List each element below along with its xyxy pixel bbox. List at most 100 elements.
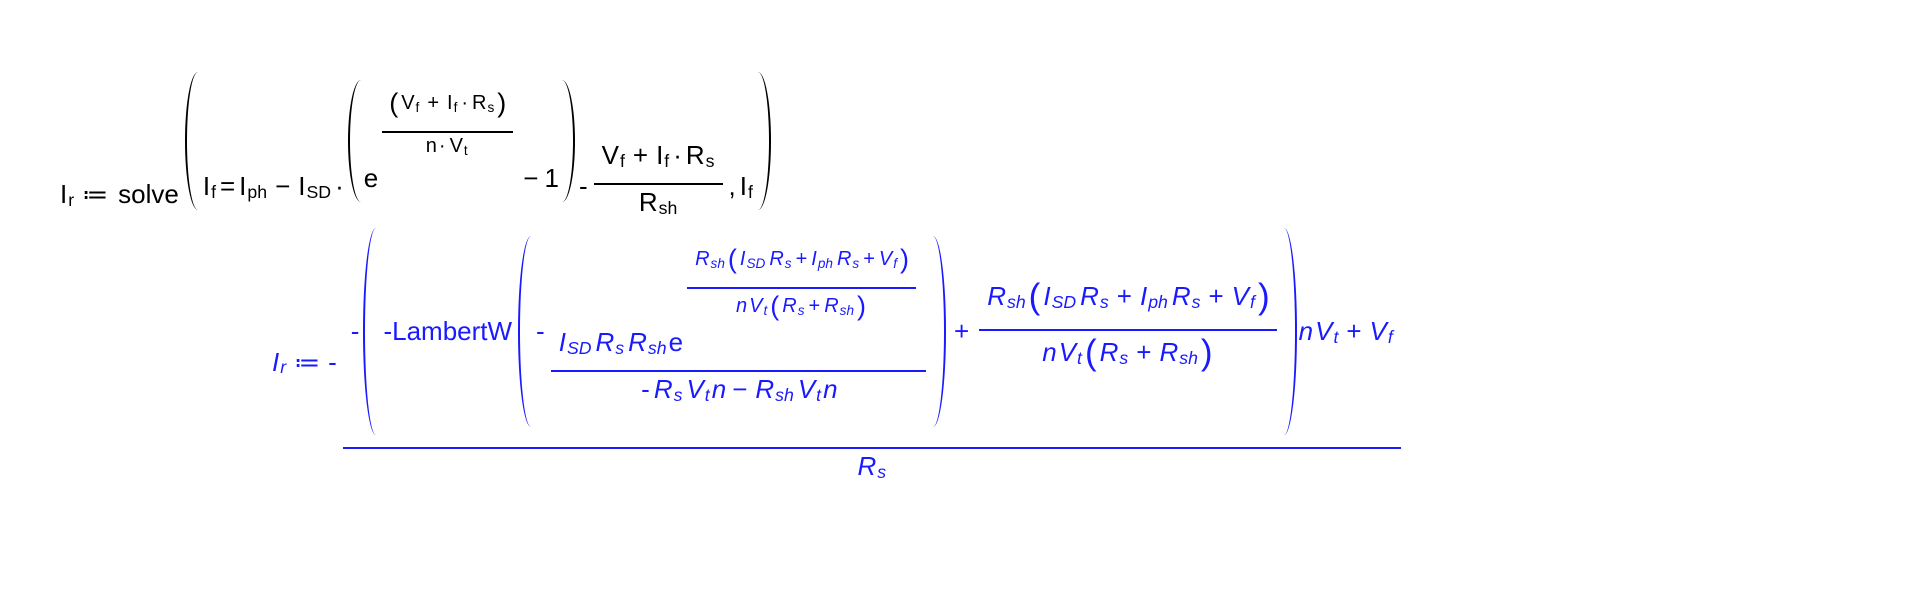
plus-operator: + (863, 248, 875, 270)
paren-right (1284, 228, 1297, 435)
symbol: I (60, 179, 68, 209)
subscript: s (784, 256, 792, 272)
subscript: f (415, 100, 420, 116)
symbol: V (1231, 281, 1250, 311)
symbol-n: n (711, 374, 727, 404)
symbol: V (601, 140, 619, 170)
symbol: R (472, 92, 487, 114)
symbol: R (685, 140, 705, 170)
symbol: I (811, 248, 817, 270)
minus-operator: − (523, 163, 539, 193)
plus-operator: + (632, 140, 649, 170)
paren-left: ( (727, 244, 737, 274)
subscript: s (673, 384, 683, 405)
paren-right: ) (1200, 332, 1213, 372)
symbol: V (449, 135, 463, 157)
symbol: I (272, 346, 280, 377)
subscript: sh (775, 384, 794, 405)
subscript: s (1119, 347, 1129, 368)
paren-right: ) (900, 244, 910, 274)
plus-operator: + (427, 92, 440, 114)
subscript: sh (839, 303, 855, 319)
plus-operator: + (1346, 316, 1362, 346)
symbol: R (695, 248, 710, 270)
symbol: I (739, 248, 746, 270)
subscript: t (704, 384, 710, 405)
symbol: R (595, 327, 615, 357)
symbol: I (739, 171, 747, 201)
symbol: I (298, 171, 306, 201)
subscript: s (705, 150, 715, 171)
minus-operator: - (536, 316, 545, 346)
paren-right: ) (497, 88, 507, 118)
symbol: I (656, 140, 664, 170)
paren-left (347, 80, 361, 202)
minus-operator: - (578, 171, 588, 201)
subscript: ph (817, 256, 833, 272)
subscript: s (797, 303, 805, 319)
subscript: f (453, 100, 458, 116)
fraction-bar (550, 370, 927, 372)
equals-operator: = (219, 171, 236, 201)
subscript: f (893, 256, 898, 272)
paren-right (933, 236, 947, 427)
paren-left (363, 228, 376, 435)
dot-operator: · (335, 171, 344, 201)
subscript: ph (1148, 291, 1168, 312)
symbol: R (769, 248, 784, 270)
symbol: R (824, 295, 839, 317)
symbol-n: n (736, 295, 748, 317)
subscript: f (747, 181, 753, 202)
symbol: R (755, 374, 775, 404)
subscript: s (877, 461, 887, 482)
subscript: r (280, 357, 287, 378)
subscript: sh (1006, 291, 1026, 312)
subscript: ph (247, 181, 268, 202)
symbol-n: n (1298, 316, 1314, 346)
dot-operator: · (438, 135, 446, 157)
subscript: sh (658, 197, 678, 218)
paren-left (518, 236, 531, 427)
symbol: I (558, 327, 566, 357)
symbol: V (686, 374, 704, 404)
subscript: s (1099, 291, 1109, 312)
symbol: R (857, 451, 877, 481)
subscript: SD (306, 181, 332, 202)
symbol: R (1080, 281, 1099, 311)
fraction-bar (342, 447, 1401, 449)
paren-right (758, 72, 771, 210)
